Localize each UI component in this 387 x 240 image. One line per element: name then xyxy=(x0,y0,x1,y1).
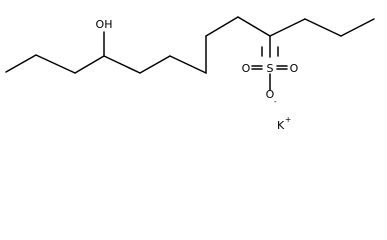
bond-c8-c9 xyxy=(205,16,239,37)
potassium-positive-charge: + xyxy=(285,115,291,124)
bond-c1-c2 xyxy=(5,54,37,73)
sulfur-atom: S xyxy=(267,62,274,75)
chemical-structure-diagram: OH S O O O - K + xyxy=(5,16,375,131)
bond-c5-c6 xyxy=(139,55,171,74)
potassium-ion: K xyxy=(277,119,285,131)
bond-c6-c7 xyxy=(169,55,207,74)
bond-c3-c4 xyxy=(74,55,105,74)
oxygen-atom-lower: O xyxy=(266,88,275,101)
bond-c10-c11 xyxy=(269,18,306,37)
hydroxyl-label: OH xyxy=(96,18,113,31)
bond-c2-c3 xyxy=(35,54,76,74)
oxygen-atom-right: O xyxy=(290,62,299,75)
bond-c12-c13 xyxy=(340,18,375,37)
oxygen-atom-left: O xyxy=(242,62,251,75)
oxygen-negative-charge: - xyxy=(274,97,277,106)
bond-c9-c10 xyxy=(237,16,271,37)
bond-c11-c12 xyxy=(304,18,342,37)
bond-c4-c5 xyxy=(103,55,141,74)
